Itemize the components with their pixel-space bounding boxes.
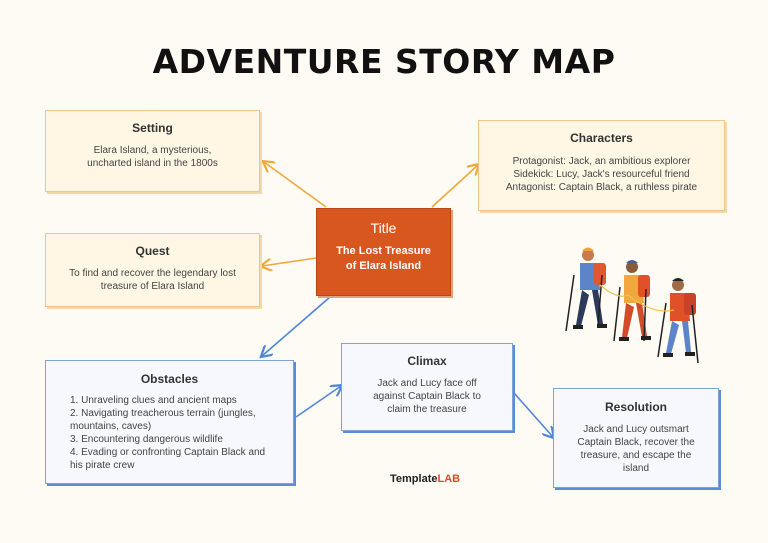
- setting-line: uncharted island in the 1800s: [87, 158, 218, 169]
- obstacles-heading: Obstacles: [140, 372, 199, 386]
- logo-part1: Template: [390, 473, 438, 485]
- resolution-line: treasure, and escape the: [580, 450, 692, 461]
- characters-line: Sidekick: Lucy, Jack's resourceful frien…: [513, 169, 690, 180]
- climax-heading: Climax: [407, 354, 447, 368]
- setting-box: Setting Elara Island, a mysterious, unch…: [45, 110, 260, 192]
- resolution-line: Jack and Lucy outsmart: [583, 424, 689, 435]
- resolution-line: island: [622, 463, 650, 474]
- arrow-to-setting: [264, 162, 327, 208]
- arrow-to-obstacles: [262, 296, 331, 356]
- center-line: The Lost Treasure: [336, 245, 431, 257]
- arrow-to-quest: [262, 257, 317, 266]
- hiker-2-figure: [613, 260, 651, 342]
- page-title: ADVENTURE STORY MAP: [152, 42, 616, 81]
- resolution-line: Captain Black, recover the: [577, 437, 695, 448]
- templatelab-logo: TemplateLAB: [390, 473, 460, 485]
- quest-line: treasure of Elara Island: [100, 281, 205, 292]
- center-line: of Elara Island: [345, 260, 422, 272]
- resolution-heading: Resolution: [605, 400, 667, 414]
- obstacles-line: 4. Evading or confronting Captain Black …: [70, 447, 266, 458]
- logo-part2: LAB: [437, 473, 461, 485]
- setting-line: Elara Island, a mysterious,: [93, 145, 212, 156]
- center-heading: Title: [370, 220, 397, 236]
- climax-line: claim the treasure: [387, 404, 467, 415]
- hiker-3-figure: [657, 278, 699, 364]
- arrow-to-resolution: [513, 392, 553, 437]
- characters-line: Antagonist: Captain Black, a ruthless pi…: [505, 182, 698, 193]
- quest-box: Quest To find and recover the legendary …: [45, 233, 260, 307]
- obstacles-line: 2. Navigating treacherous terrain (jungl…: [70, 408, 256, 419]
- arrow-to-characters: [431, 165, 478, 208]
- obstacles-line: his pirate crew: [70, 460, 135, 471]
- characters-box: Characters Protagonist: Jack, an ambitio…: [478, 120, 725, 211]
- characters-line: Protagonist: Jack, an ambitious explorer: [512, 156, 691, 167]
- obstacles-line: 3. Encountering dangerous wildlife: [70, 434, 223, 445]
- quest-line: To find and recover the legendary lost: [69, 268, 236, 279]
- obstacles-line: 1. Unraveling clues and ancient maps: [70, 395, 237, 406]
- climax-line: against Captain Black to: [373, 391, 481, 402]
- characters-heading: Characters: [570, 131, 633, 145]
- setting-heading: Setting: [132, 121, 173, 135]
- arrow-to-climax: [295, 386, 341, 418]
- climax-box: Climax Jack and Lucy face off against Ca…: [341, 343, 513, 431]
- title-box: Title The Lost Treasure of Elara Island: [316, 208, 451, 296]
- obstacles-box: Obstacles 1. Unraveling clues and ancien…: [45, 360, 294, 484]
- climax-line: Jack and Lucy face off: [377, 378, 477, 389]
- obstacles-line: mountains, caves): [70, 421, 152, 432]
- resolution-box: Resolution Jack and Lucy outsmart Captai…: [553, 388, 719, 488]
- quest-heading: Quest: [135, 244, 170, 258]
- hiker-1-figure: [565, 247, 607, 332]
- hikers-illustration: [565, 247, 699, 364]
